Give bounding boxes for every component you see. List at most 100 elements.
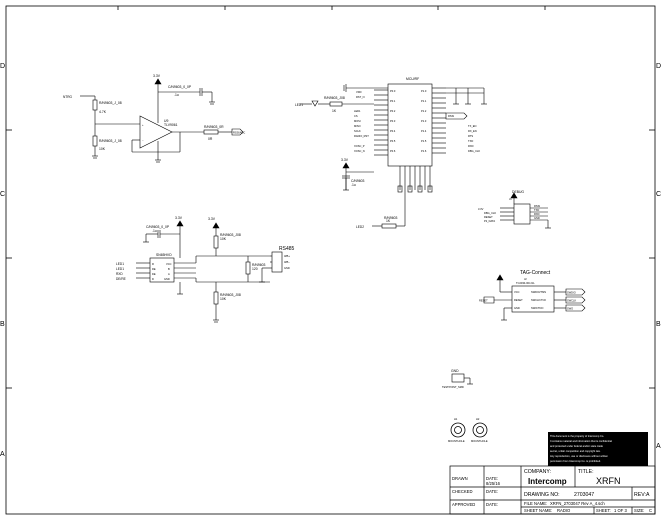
svg-text:P0.6: P0.6	[390, 149, 396, 153]
svg-text:MISO: MISO	[354, 124, 361, 128]
svg-text:P0.3: P0.3	[390, 119, 396, 123]
notice-box	[548, 432, 648, 466]
size-label: SIZE:	[634, 508, 644, 513]
svg-text:LED1: LED1	[116, 267, 124, 271]
tag-connect-title: TAG-Connect	[520, 270, 551, 276]
svg-text:CS: CS	[354, 114, 358, 118]
svg-text:TX_EN: TX_EN	[468, 124, 476, 128]
sheet-name-label: SHEET NAME:	[524, 508, 552, 513]
company-label: COMPANY:	[524, 469, 551, 475]
svg-text:LED1: LED1	[354, 109, 361, 113]
svg-text:DATE:: DATE:	[486, 476, 498, 481]
svg-text:.1u: .1u	[174, 93, 179, 97]
svg-text:B: B	[168, 267, 170, 271]
sheet-name: RADIO	[557, 508, 571, 513]
zone-letter-right-d: D	[656, 63, 661, 70]
svg-text:−: −	[142, 139, 144, 142]
title-block-text: DATE: 8/25/16 DRAWN CHECKED APPROVED DAT…	[452, 469, 652, 513]
svg-text:1K: 1K	[332, 109, 337, 113]
svg-text:J1: J1	[509, 197, 512, 201]
svg-text:1K: 1K	[386, 219, 391, 223]
svg-text:P1.4: P1.4	[421, 129, 427, 133]
mcu-labels: MCU/RF LED1 R/N9603_J08 1K VDD RST_N LED…	[295, 77, 480, 229]
opamp-circuit	[80, 78, 244, 163]
svg-text:TXD: TXD	[534, 208, 539, 212]
svg-text:P1.0: P1.0	[421, 89, 427, 93]
svg-text:SWO/TDO: SWO/TDO	[531, 306, 543, 310]
date-value: 8/25/16	[486, 481, 501, 486]
debug-labels: DEBUG J1 3.3V DBG_CLK RESET P2_DATA RSSI…	[478, 190, 540, 223]
rev-value: A	[646, 492, 650, 498]
svg-text:P0.1: P0.1	[390, 99, 396, 103]
svg-text:C/N9603_0_0P: C/N9603_0_0P	[168, 85, 192, 89]
svg-text:secret, unfair competition and: secret, unfair competition and copyright…	[550, 449, 601, 453]
svg-text:APPROVED: APPROVED	[452, 502, 475, 507]
svg-text:MCU/RF: MCU/RF	[406, 77, 419, 81]
svg-text:3.3V: 3.3V	[208, 217, 216, 221]
svg-text:RSSI: RSSI	[534, 204, 540, 208]
svg-text:P1.1: P1.1	[421, 99, 427, 103]
svg-text:4.7K: 4.7K	[99, 110, 107, 114]
svg-text:P1.2: P1.2	[421, 109, 427, 113]
svg-text:DE: DE	[152, 272, 156, 276]
svg-text:C/N9603: C/N9603	[351, 179, 364, 183]
svg-text:GND: GND	[534, 216, 540, 220]
svg-text:permission from Intercomp Co.: permission from Intercomp Co. is prohibi…	[550, 459, 601, 463]
gnd-subtext: TESTPOINT_SMD	[442, 385, 464, 389]
svg-text:RTS: RTS	[468, 134, 473, 138]
svg-text:DRAWN: DRAWN	[452, 476, 468, 481]
svg-text:SWCLK: SWCLK	[567, 299, 576, 303]
svg-text:.1u: .1u	[152, 229, 157, 233]
svg-text:RXD: RXD	[116, 272, 123, 276]
file-name-label: FILE NAME:	[524, 501, 547, 506]
sheet-value: 1 OF 3	[614, 508, 627, 513]
svg-text:TC2030-IDC-NL: TC2030-IDC-NL	[516, 281, 535, 285]
svg-text:RE: RE	[152, 267, 156, 271]
svg-text:SN65HVD: SN65HVD	[156, 253, 172, 257]
drawing-title: XRFN	[596, 476, 621, 486]
svg-text:MOUNTHOLE: MOUNTHOLE	[471, 439, 488, 443]
svg-text:Any reproduction, use or discl: Any reproduction, use or disclosure with…	[550, 454, 609, 458]
svg-text:and protected under federal an: and protected under federal and/or state…	[550, 444, 603, 448]
zone-letter-right-c: C	[656, 191, 661, 198]
mcu-circuit	[300, 83, 487, 229]
svg-text:SWO: SWO	[567, 307, 573, 311]
svg-text:MOUNTHOLE: MOUNTHOLE	[448, 439, 465, 443]
gnd-title: GND	[451, 369, 459, 373]
svg-text:DBG_CLK: DBG_CLK	[484, 211, 496, 215]
file-name: XRFN_2703047 Rev A_4.sch	[550, 501, 605, 506]
svg-text:SCLK: SCLK	[354, 129, 361, 133]
svg-text:10K: 10K	[220, 297, 227, 301]
svg-text:R/N9603_0R: R/N9603_0R	[204, 125, 224, 129]
rs485-title: RS485	[279, 246, 295, 252]
svg-text:RXD: RXD	[534, 212, 540, 216]
svg-text:RESET: RESET	[514, 298, 523, 302]
svg-text:U9: U9	[164, 119, 168, 123]
title-block	[449, 465, 656, 515]
svg-text:10K: 10K	[99, 147, 106, 151]
svg-text:LED2: LED2	[356, 225, 364, 229]
svg-text:TXD: TXD	[468, 139, 473, 143]
svg-text:SWDIO/TMS: SWDIO/TMS	[531, 290, 546, 294]
svg-text:R/N9603_J_08: R/N9603_J_08	[99, 101, 122, 105]
svg-text:GND: GND	[284, 266, 290, 270]
svg-text:+: +	[142, 124, 144, 127]
svg-text:VCC: VCC	[166, 262, 172, 266]
svg-text:RSSI/ADC: RSSI/ADC	[233, 131, 245, 135]
svg-text:P0.5: P0.5	[390, 139, 396, 143]
svg-text:485−: 485−	[284, 260, 290, 264]
svg-text:XOSC_N: XOSC_N	[354, 149, 365, 153]
svg-text:XOSC_P: XOSC_P	[354, 144, 365, 148]
svg-text:3.3V: 3.3V	[341, 158, 349, 162]
svg-text:This document is the property: This document is the property of Interco…	[550, 434, 604, 438]
svg-text:P0.2: P0.2	[390, 109, 396, 113]
svg-text:NTRG: NTRG	[63, 95, 73, 99]
svg-text:RADIO_RST: RADIO_RST	[354, 134, 369, 138]
svg-text:R/N9603_J08: R/N9603_J08	[324, 96, 345, 100]
title-label: TITLE:	[578, 469, 594, 475]
svg-text:C/N9603_0_0P: C/N9603_0_0P	[146, 225, 170, 229]
svg-text:3.3V: 3.3V	[478, 207, 484, 211]
svg-text:MOSI: MOSI	[354, 119, 361, 123]
